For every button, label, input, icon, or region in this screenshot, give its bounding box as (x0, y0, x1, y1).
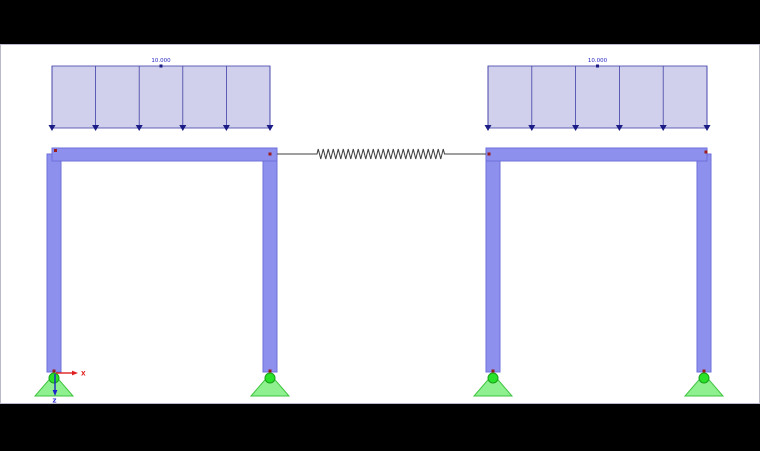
support-2[interactable] (249, 369, 291, 397)
load-value-label: 10.000 (588, 58, 608, 64)
member-node-dot (491, 369, 495, 373)
load-arrowhead (484, 125, 492, 131)
support-3[interactable] (472, 369, 514, 397)
axis-x-label: X (81, 371, 86, 378)
load-arrowhead (266, 125, 274, 131)
member-node-dot (268, 369, 272, 373)
load-arrowhead (135, 125, 143, 131)
letterbox-top (0, 0, 760, 44)
support-node[interactable] (48, 372, 60, 384)
load-arrows (48, 66, 274, 131)
support-1[interactable] (33, 369, 75, 397)
column-member[interactable] (696, 153, 712, 373)
support-cone[interactable] (33, 373, 75, 397)
support-node[interactable] (698, 372, 710, 384)
load-arrowhead (703, 125, 711, 131)
axis-z-label: Z (53, 399, 57, 405)
support-cone[interactable] (249, 373, 291, 397)
column-member[interactable] (262, 153, 278, 373)
axis-x-arrowhead (72, 370, 78, 376)
support-4[interactable] (683, 369, 725, 397)
coordinate-system: X Z (53, 371, 87, 405)
column-member[interactable] (46, 153, 62, 373)
support-cone[interactable] (472, 373, 514, 397)
beam-member[interactable] (485, 147, 708, 162)
column-member[interactable] (485, 153, 501, 373)
load-arrowhead (48, 125, 56, 131)
letterbox-bottom (0, 404, 760, 451)
distributed-load-right[interactable]: 10.000 (484, 58, 711, 131)
beam-member[interactable] (51, 147, 278, 162)
member-node-dot[interactable] (54, 149, 57, 152)
support-node[interactable] (264, 372, 276, 384)
load-label-tick (596, 64, 599, 68)
axis-z-arrowhead (52, 390, 58, 396)
load-label-tick (159, 64, 163, 68)
load-arrowhead (528, 125, 536, 131)
load-arrowhead (572, 125, 580, 131)
load-arrowhead (179, 125, 187, 131)
support-cone[interactable] (683, 373, 725, 397)
member-node-dot[interactable] (704, 150, 708, 154)
support-node[interactable] (487, 372, 499, 384)
load-region[interactable] (51, 65, 271, 129)
load-arrowhead (659, 125, 667, 131)
spring-element[interactable] (277, 148, 486, 160)
load-arrows (484, 66, 711, 131)
load-arrowhead (222, 125, 230, 131)
load-value-label: 10.000 (151, 58, 171, 64)
member-node-dot (52, 369, 56, 373)
member-node-dot[interactable] (487, 152, 491, 156)
distributed-load-left[interactable]: 10.000 (48, 58, 274, 131)
load-region[interactable] (487, 65, 708, 129)
load-arrowhead (615, 125, 623, 131)
member-node-dot (702, 369, 706, 373)
member-node-dot[interactable] (268, 152, 272, 156)
load-arrowhead (92, 125, 100, 131)
